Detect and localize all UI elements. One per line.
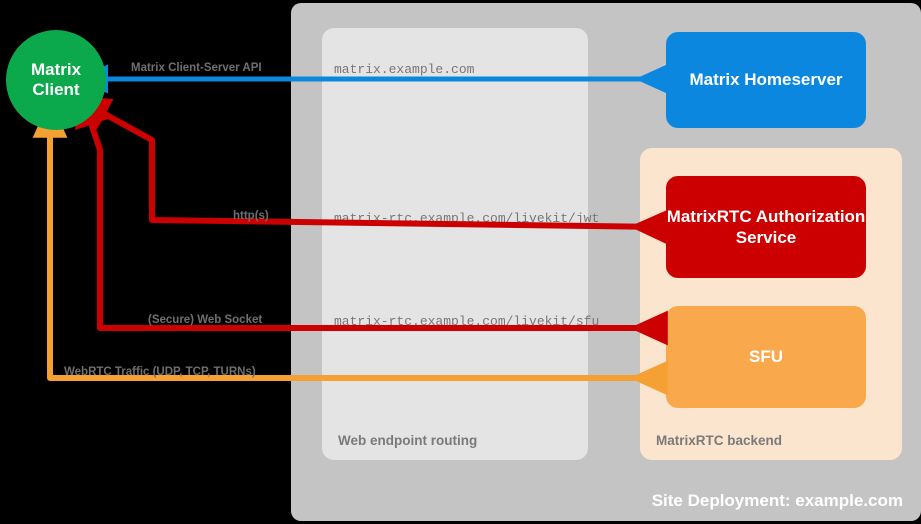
node-matrixrtc-authorization-service[interactable]: MatrixRTC Authorization Service [666,176,866,278]
matrix-client-line2: Client [32,80,80,99]
matrixrtc-authorization-service-label: MatrixRTC Authorization Service [666,206,866,247]
site-deployment-label: Site Deployment: example.com [651,491,903,510]
node-sfu[interactable]: SFU [666,306,866,408]
sfu-label: SFU [749,347,783,367]
connector-label-webrtc: WebRTC Traffic (UDP, TCP, TURNs) [64,366,256,378]
endpoint-matrix-example-com: matrix.example.com [334,62,475,77]
web-endpoint-routing-label: Web endpoint routing [338,433,478,448]
matrix-homeserver-label: Matrix Homeserver [689,70,843,90]
matrix-client-line1: Matrix [30,60,82,80]
node-matrix-client[interactable]: Matrix Client [6,30,106,130]
web-endpoint-routing-panel: Web endpoint routing [322,28,588,460]
connector-label-https: http(s) [233,210,269,222]
connector-label-web-socket: (Secure) Web Socket [148,314,263,326]
matrixrtc-backend-label: MatrixRTC backend [656,433,783,448]
endpoint-livekit-sfu: matrix-rtc.example.com/livekit/sfu [334,314,600,329]
connector-label-client-server-api: Matrix Client-Server API [131,62,262,74]
node-matrix-homeserver[interactable]: Matrix Homeserver [666,32,866,128]
endpoint-livekit-jwt: matrix-rtc.example.com/livekit/jwt [334,211,600,226]
